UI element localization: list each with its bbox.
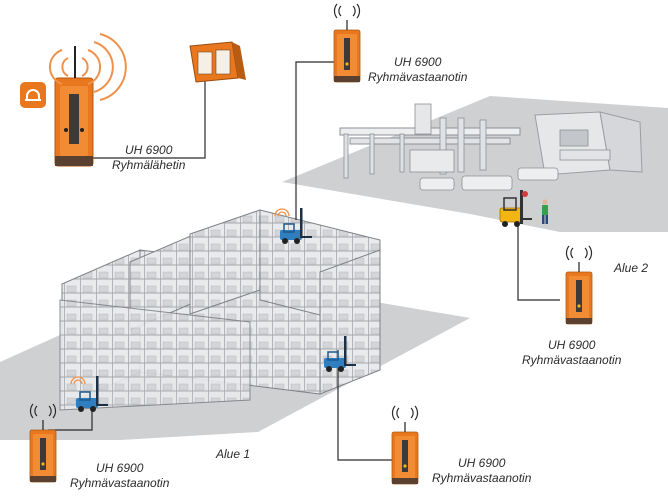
receiver-role: Ryhmävastaanotin [368, 70, 468, 84]
receiver-device-alue2 [565, 245, 593, 325]
receiver-device-bottom-right [391, 405, 419, 485]
control-panel [189, 41, 246, 83]
transmitter-label: UH 6900 Ryhmälähetin [112, 143, 185, 173]
factory-machinery [339, 103, 643, 191]
warehouse-racks [59, 209, 381, 411]
receiver-role: Ryhmävastaanotin [70, 476, 170, 490]
receiver-role: Ryhmävastaanotin [432, 471, 532, 485]
worker-figure [542, 199, 548, 224]
receiver-device-top [333, 3, 361, 83]
receiver-label-alue2: UH 6900 Ryhmävastaanotin [522, 338, 621, 368]
transmitter-signal-icon [48, 33, 127, 101]
receiver-model: UH 6900 [394, 55, 442, 69]
receiver-model: UH 6900 [458, 456, 506, 470]
forklift-yellow [499, 190, 532, 227]
transmitter-role: Ryhmälähetin [112, 158, 186, 172]
area-label-alue2: Alue 2 [614, 261, 649, 275]
area-label-alue1: Alue 1 [216, 447, 251, 461]
receiver-model: UH 6900 [548, 338, 596, 352]
transmitter-device [54, 46, 94, 167]
receiver-model: UH 6900 [96, 461, 144, 475]
transmitter-model: UH 6900 [125, 143, 173, 157]
receiver-label-bottom-right: UH 6900 Ryhmävastaanotin [432, 456, 531, 486]
receiver-label-top: UH 6900 Ryhmävastaanotin [368, 55, 467, 85]
receiver-label-bottom-left: UH 6900 Ryhmävastaanotin [70, 461, 169, 491]
receiver-role: Ryhmävastaanotin [522, 353, 622, 367]
crane-warning-icon [20, 82, 46, 108]
